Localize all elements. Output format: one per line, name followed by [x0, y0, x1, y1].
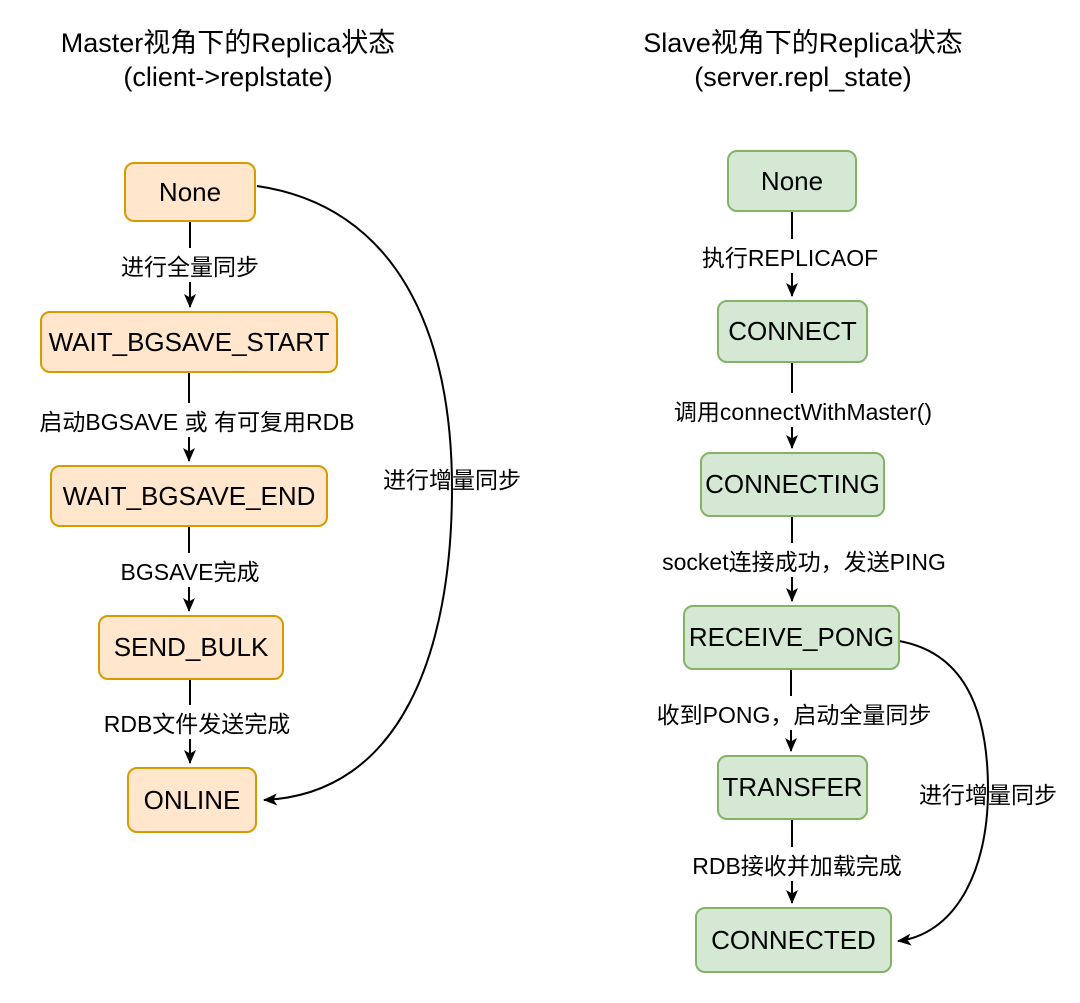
edge-label-bgsave-or-rdb: 启动BGSAVE 或 有可复用RDB [36, 403, 358, 437]
edge-label-pong-full-sync: 收到PONG，启动全量同步 [653, 696, 935, 730]
slave-title-line1: Slave视角下的Replica状态 [643, 28, 963, 58]
state-node-master-none: None [124, 162, 256, 222]
slave-title-line2: (server.repl_state) [694, 62, 912, 92]
state-node-connecting: CONNECTING [700, 452, 885, 517]
edge-label-slave-partial-sync: 进行增量同步 [919, 782, 1057, 808]
master-title: Master视角下的Replica状态 (client->replstate) [18, 26, 438, 94]
state-node-transfer: TRANSFER [717, 755, 868, 820]
state-node-connected: CONNECTED [695, 907, 892, 973]
state-node-online: ONLINE [127, 767, 257, 833]
state-node-connect: CONNECT [717, 300, 868, 363]
master-title-line2: (client->replstate) [123, 62, 333, 92]
master-title-line1: Master视角下的Replica状态 [60, 28, 396, 58]
edge-label-bgsave-done: BGSAVE完成 [117, 553, 263, 587]
state-node-wait-bgsave-start: WAIT_BGSAVE_START [40, 311, 338, 373]
edge-label-connect-with-master: 调用connectWithMaster() [670, 393, 936, 427]
edge-label-socket-ok-ping: socket连接成功，发送PING [659, 543, 949, 577]
state-node-receive-pong: RECEIVE_PONG [683, 605, 900, 670]
state-node-wait-bgsave-end: WAIT_BGSAVE_END [50, 465, 328, 527]
edge-label-replicaof: 执行REPLICAOF [698, 239, 882, 273]
edge-label-full-sync: 进行全量同步 [118, 248, 262, 282]
edge-label-master-partial-sync: 进行增量同步 [383, 467, 521, 493]
edge-label-rdb-sent: RDB文件发送完成 [100, 705, 294, 739]
edge-label-rdb-loaded: RDB接收并加载完成 [689, 847, 905, 881]
state-node-slave-none: None [727, 150, 857, 212]
state-node-send-bulk: SEND_BULK [98, 615, 284, 680]
slave-title: Slave视角下的Replica状态 (server.repl_state) [593, 26, 1013, 94]
